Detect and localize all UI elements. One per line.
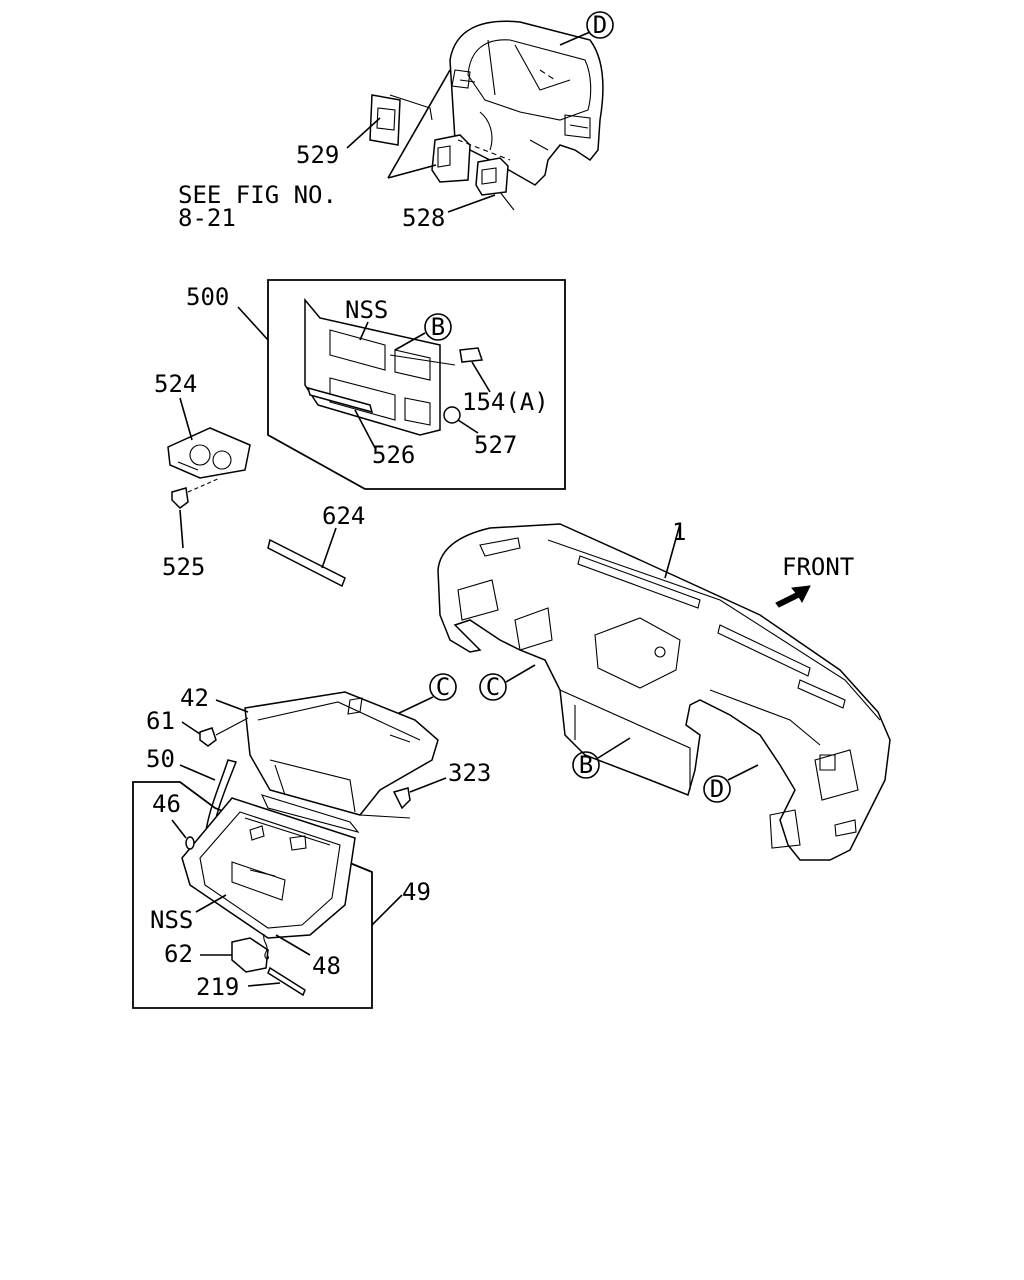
part-323-illustration bbox=[392, 787, 411, 810]
ref-c-label-glovebox: C bbox=[436, 673, 450, 701]
cluster-bezel-illustration bbox=[449, 20, 604, 186]
glovebox-housing-illustration bbox=[244, 691, 439, 833]
callout-624: 624 bbox=[322, 502, 365, 530]
callout-50: 50 bbox=[146, 745, 175, 773]
callout-525: 525 bbox=[162, 553, 205, 581]
part-529-illustration bbox=[369, 94, 433, 146]
callout-46: 46 bbox=[152, 790, 181, 818]
assembly-49-box bbox=[132, 781, 373, 1009]
callout-1: 1 bbox=[672, 518, 686, 546]
part-46-illustration bbox=[185, 836, 195, 850]
ref-c-circle-dash bbox=[479, 673, 507, 701]
callout-42: 42 bbox=[180, 684, 209, 712]
ref-b-circle-top bbox=[424, 313, 452, 341]
ref-d-circle-dash bbox=[703, 775, 731, 803]
part-154a-illustration bbox=[459, 347, 484, 363]
part-528-illustration bbox=[431, 134, 515, 211]
ref-b-label-top: B bbox=[431, 313, 445, 341]
ref-c-circle-glovebox bbox=[429, 673, 457, 701]
callout-219: 219 bbox=[196, 973, 239, 1001]
callout-529: 529 bbox=[296, 141, 339, 169]
callout-526: 526 bbox=[372, 441, 415, 469]
part-527-illustration bbox=[443, 406, 461, 424]
see-fig-line1: SEE FIG NO. bbox=[178, 181, 337, 209]
assembly-500-box bbox=[267, 279, 566, 490]
callout-154a: 154(A) bbox=[462, 388, 549, 416]
ref-c-label-dash: C bbox=[486, 673, 500, 701]
part-62-illustration bbox=[231, 937, 269, 973]
part-524-illustration bbox=[167, 427, 251, 479]
glovebox-door-illustration bbox=[181, 797, 356, 939]
nss-label-top: NSS bbox=[345, 296, 388, 324]
ref-d-label-top: D bbox=[593, 11, 607, 39]
callout-527: 527 bbox=[474, 431, 517, 459]
part-48-illustration bbox=[263, 933, 269, 960]
ref-b-label-dash: B bbox=[579, 751, 593, 779]
front-arrow-icon bbox=[775, 585, 811, 608]
callout-62: 62 bbox=[164, 940, 193, 968]
ref-b-circle-dash bbox=[572, 751, 600, 779]
front-label: FRONT bbox=[782, 553, 854, 581]
part-525-illustration bbox=[171, 487, 189, 509]
callout-48: 48 bbox=[312, 952, 341, 980]
dashboard-illustration bbox=[437, 523, 891, 861]
see-fig-line2: 8-21 bbox=[178, 204, 236, 232]
ref-d-label-dash: D bbox=[710, 775, 724, 803]
ref-d-circle-top bbox=[586, 11, 614, 39]
part-219-illustration bbox=[267, 966, 306, 997]
callout-524: 524 bbox=[154, 370, 197, 398]
callout-61: 61 bbox=[146, 707, 175, 735]
part-624-illustration bbox=[267, 538, 346, 588]
callout-528: 528 bbox=[402, 204, 445, 232]
center-bezel-illustration bbox=[304, 297, 456, 436]
nss-label-bottom: NSS bbox=[150, 906, 193, 934]
callout-49: 49 bbox=[402, 878, 431, 906]
callout-323: 323 bbox=[448, 759, 491, 787]
callout-500: 500 bbox=[186, 283, 229, 311]
part-61-illustration bbox=[199, 727, 217, 747]
